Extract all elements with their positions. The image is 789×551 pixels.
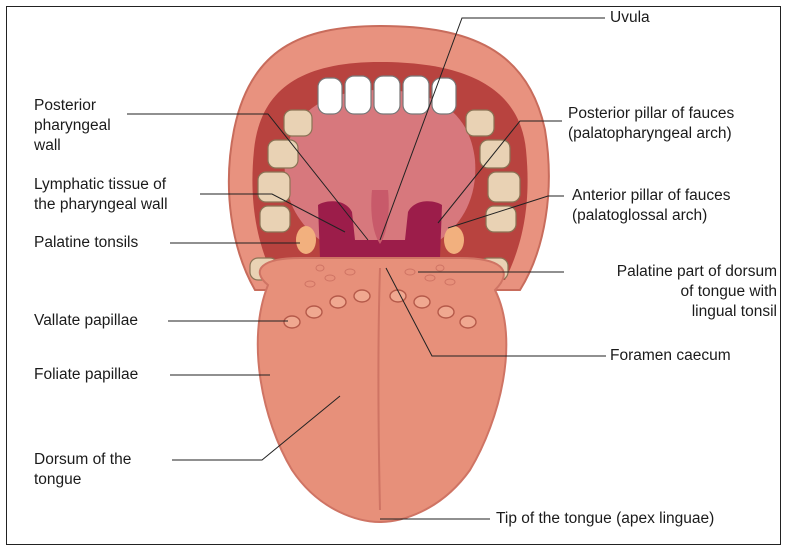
- tongue: [258, 258, 507, 522]
- upper-teeth: [318, 76, 456, 114]
- label-line: Posterior pillar of fauces: [568, 104, 780, 124]
- label-palatine-tonsils: Palatine tonsils: [34, 233, 138, 253]
- label-tip-of-tongue: Tip of the tongue (apex linguae): [496, 509, 714, 529]
- label-line: Anterior pillar of fauces: [572, 186, 777, 206]
- label-line: pharyngeal: [34, 116, 154, 136]
- label-vallate-papillae: Vallate papillae: [34, 311, 138, 331]
- label-line: Foliate papillae: [34, 366, 138, 383]
- label-line: Lymphatic tissue of: [34, 175, 214, 195]
- label-palatine-part-dorsum: Palatine part of dorsum of tongue with l…: [570, 262, 777, 322]
- label-line: Posterior: [34, 96, 154, 116]
- label-line: Foramen caecum: [610, 347, 731, 364]
- label-line: wall: [34, 136, 154, 156]
- label-line: tongue: [34, 470, 174, 490]
- label-line: Uvula: [610, 9, 650, 26]
- label-posterior-pharyngeal-wall: Posterior pharyngeal wall: [34, 96, 154, 156]
- tonsil-left: [296, 226, 316, 254]
- label-line: of tongue with: [570, 282, 777, 302]
- label-posterior-pillar: Posterior pillar of fauces (palatopharyn…: [568, 104, 780, 144]
- label-dorsum-of-tongue: Dorsum of the tongue: [34, 450, 174, 490]
- label-line: Dorsum of the: [34, 450, 174, 470]
- label-line: (palatopharyngeal arch): [568, 124, 780, 144]
- label-foliate-papillae: Foliate papillae: [34, 365, 138, 385]
- label-lymphatic-tissue: Lymphatic tissue of the pharyngeal wall: [34, 175, 214, 215]
- label-foramen-caecum: Foramen caecum: [610, 346, 731, 366]
- label-line: Tip of the tongue (apex linguae): [496, 510, 714, 527]
- label-line: lingual tonsil: [570, 302, 777, 322]
- tonsil-right: [444, 226, 464, 254]
- label-line: the pharyngeal wall: [34, 195, 214, 215]
- label-line: (palatoglossal arch): [572, 206, 777, 226]
- label-anterior-pillar: Anterior pillar of fauces (palatoglossal…: [572, 186, 777, 226]
- label-uvula: Uvula: [610, 8, 650, 28]
- label-line: Palatine part of dorsum: [570, 262, 777, 282]
- label-line: Vallate papillae: [34, 312, 138, 329]
- label-line: Palatine tonsils: [34, 234, 138, 251]
